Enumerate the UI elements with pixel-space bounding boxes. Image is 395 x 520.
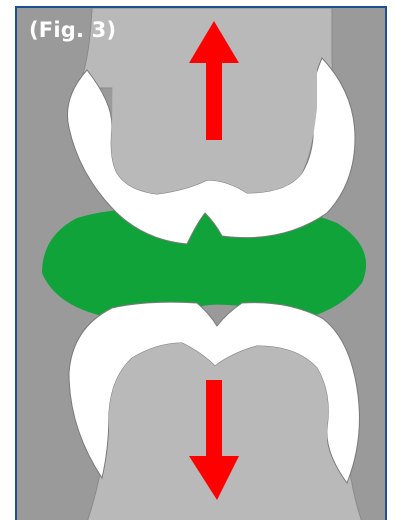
lower-bone-inner <box>109 343 337 520</box>
figure-label: (Fig. 3) <box>29 18 116 42</box>
joint-diagram-frame: (Fig. 3) <box>15 6 387 520</box>
joint-space <box>42 207 366 318</box>
joint-diagram <box>17 8 387 520</box>
